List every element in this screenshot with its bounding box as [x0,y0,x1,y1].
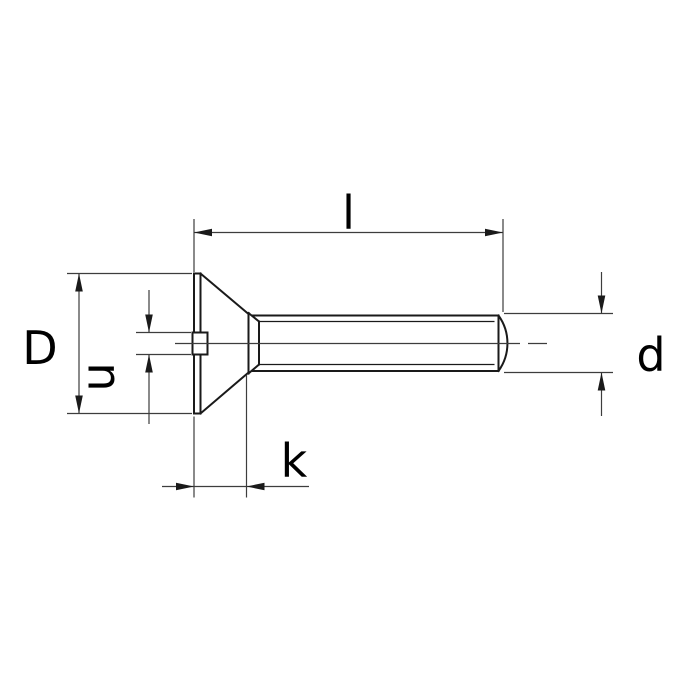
head-height-label: k [281,434,308,488]
dimension-head-diameter: D [22,272,192,415]
dimension-thread-diameter: d [504,272,666,416]
length-arrow-right [485,228,503,237]
cone-top-edge [199,272,250,316]
dimension-slot-width: n [78,290,191,424]
head-diameter-arrow-bottom [75,395,83,414]
length-arrow-left [194,228,212,237]
head-height-arrow-right [246,482,265,491]
head-diameter-arrow-top [75,273,83,292]
slot-width-arrow-bottom [145,354,153,373]
chamfer-top-edge [247,311,261,323]
cone-bottom-edge [199,371,250,415]
dimension-head-height: k [162,375,309,498]
head-height-arrow-left [176,482,194,491]
thread-diameter-arrow-top [597,295,606,314]
length-label: l [342,186,355,240]
chamfer-bottom-edge [247,363,261,375]
dimension-length: l [193,186,504,312]
head-diameter-label: D [22,321,57,375]
slot-width-label: n [78,362,132,391]
thread-diameter-arrow-bottom [597,372,606,391]
slot-notch [191,331,209,356]
slot-width-arrow-top [145,314,153,333]
thread-diameter-label: d [636,328,665,382]
